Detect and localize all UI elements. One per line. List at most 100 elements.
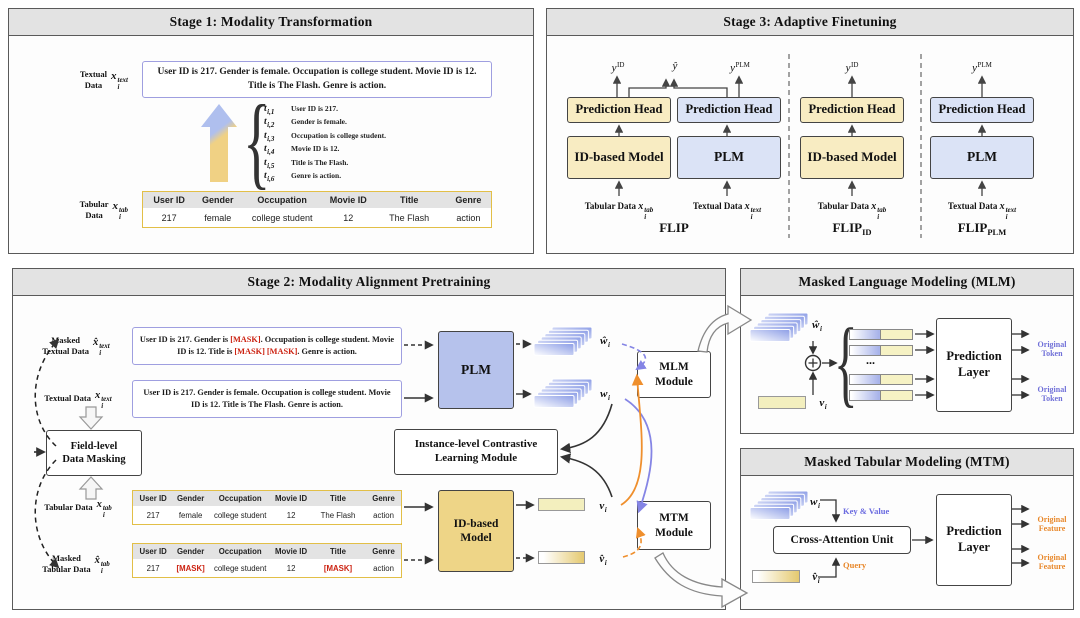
table-header-cell: Movie ID — [272, 491, 310, 506]
mlm-v-bar — [758, 396, 806, 409]
table-header-cell: User ID — [133, 491, 174, 506]
cross-attention-unit-box: Cross-Attention Unit — [773, 526, 911, 554]
table-header-cell: Occupation — [208, 544, 273, 559]
table-cell: female — [173, 506, 209, 524]
v-label: vi — [599, 500, 607, 514]
table-cell: 12 — [323, 208, 373, 227]
mlm-what-label: ŵi — [812, 319, 822, 333]
mtm-header: Masked Tabular Modeling (MTM) — [741, 449, 1073, 476]
table-header-cell: Occupation — [240, 192, 324, 208]
table-cell-masked: [MASK] — [173, 559, 209, 577]
table-cell-masked: [MASK] — [309, 559, 367, 577]
stage1-header: Stage 1: Modality Transformation — [9, 9, 533, 36]
stage3-header: Stage 3: Adaptive Finetuning — [547, 9, 1073, 36]
token-embedding-bar — [849, 390, 913, 401]
flip-plm: PLM — [677, 136, 781, 179]
table-header-cell: Title — [372, 192, 446, 208]
mtm-w-label: wi — [810, 496, 820, 510]
table-cell: The Flash — [372, 208, 446, 227]
token-embedding-bar — [849, 329, 913, 340]
flipplm-prediction-head: Prediction Head — [930, 97, 1034, 123]
stage2-table: User ID Gender Occupation Movie ID Title… — [132, 490, 402, 525]
flip-name: FLIP — [659, 220, 689, 235]
what-label: ŵi — [600, 335, 610, 349]
flipid-yid-label: yID — [845, 61, 859, 74]
mlm-v-label: vi — [819, 397, 827, 411]
token-embedding-bar — [849, 374, 913, 385]
masked-textual-sentence-box: User ID is 217. Gender is [MASK]. Occupa… — [132, 327, 402, 365]
stage1-sentence: User ID is 217. Gender is female. Occupa… — [157, 66, 477, 91]
table-header-cell: Gender — [195, 192, 241, 208]
flip-prediction-head-plm: Prediction Head — [677, 97, 781, 123]
key-value-label: Key & Value — [843, 506, 890, 516]
table-header-cell: Genre — [366, 491, 401, 506]
stage2-plm-box: PLM — [438, 331, 514, 409]
table-header-cell: Gender — [173, 491, 209, 506]
flip-yhat-label: ŷ — [672, 60, 678, 72]
table-cell: 217 — [143, 208, 196, 227]
table-cell: 217 — [133, 559, 174, 577]
table-header-cell: Genre — [366, 544, 401, 559]
flipplm-yplm-label: yPLM — [972, 61, 992, 74]
table-header-cell: Title — [309, 544, 367, 559]
v-embedding-bar — [538, 498, 585, 511]
table-header-cell: Movie ID — [323, 192, 373, 208]
table-cell: action — [366, 506, 401, 524]
table-header-cell: Movie ID — [272, 544, 310, 559]
table-header-cell: Gender — [173, 544, 209, 559]
stage2-title: Stage 2: Modality Alignment Pretraining — [247, 274, 491, 289]
mtm-vhat-label: v̂i — [812, 571, 820, 585]
stage3-title: Stage 3: Adaptive Finetuning — [723, 14, 897, 29]
sentence: User ID is 217. Gender is female. Occupa… — [143, 387, 391, 409]
masked-sentence: User ID is 217. Gender is [MASK]. Occupa… — [139, 334, 395, 356]
stage1-brace: { — [243, 84, 271, 199]
stage2-masked-table: User ID Gender Occupation Movie ID Title… — [132, 543, 402, 578]
vhat-embedding-bar — [538, 551, 585, 564]
flip-id-name: FLIPID — [832, 220, 872, 237]
table-cell: 12 — [272, 506, 310, 524]
tabular-text: Tabular Data — [44, 502, 93, 513]
table-cell: 217 — [133, 506, 174, 524]
stage1-table: User ID Gender Occupation Movie ID Title… — [142, 191, 492, 228]
mtm-title: Masked Tabular Modeling (MTM) — [804, 454, 1010, 469]
textual-text: Textual Data — [44, 393, 91, 404]
stage2-header: Stage 2: Modality Alignment Pretraining — [13, 269, 725, 296]
token-embedding-bar — [849, 345, 913, 356]
table-header-cell: Occupation — [208, 491, 273, 506]
flipplm-plm: PLM — [930, 136, 1034, 179]
textual-sentence-box: User ID is 217. Gender is female. Occupa… — [132, 380, 402, 418]
query-label: Query — [843, 560, 867, 570]
table-cell: college student — [208, 559, 273, 577]
flip-plm-name: FLIPPLM — [957, 220, 1007, 237]
w-label: wi — [600, 388, 610, 402]
